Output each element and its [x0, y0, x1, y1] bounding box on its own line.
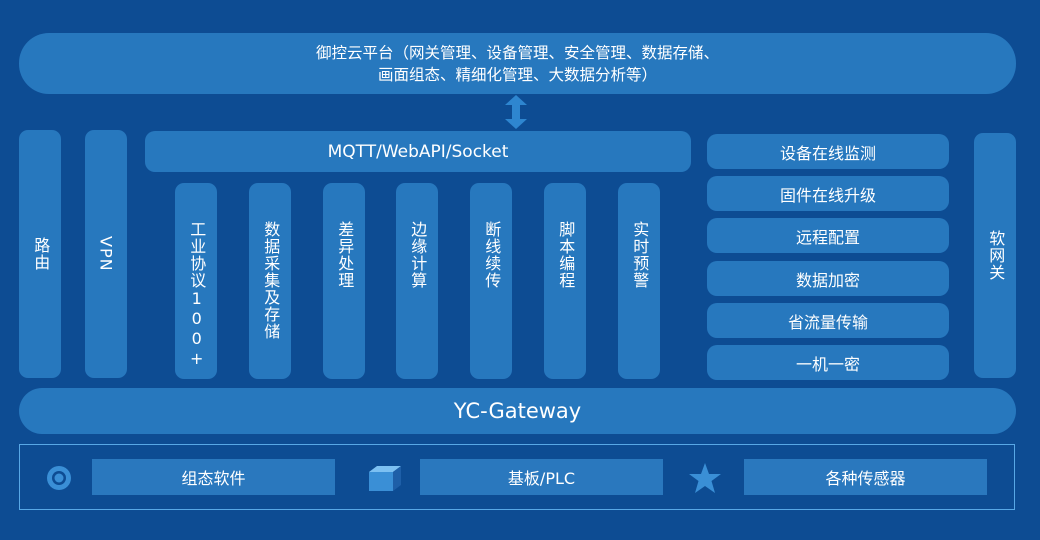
right-feature-item: 远程配置	[707, 218, 949, 253]
side-column-router: 路由	[19, 130, 61, 378]
right-feature-label: 数据加密	[795, 270, 860, 290]
side-column-label: 路由	[31, 237, 51, 271]
feature-label: 实时预警	[630, 221, 650, 289]
side-column-soft-gateway: 软网关	[974, 133, 1016, 378]
feature-label: 边缘计算	[408, 221, 428, 289]
feature-column: 断线续传	[470, 183, 512, 379]
feature-label: 断线续传	[482, 221, 502, 289]
cloud-platform-line1: 御控云平台（网关管理、设备管理、安全管理、数据存储、	[315, 43, 719, 62]
feature-column: 实时预警	[618, 183, 660, 379]
right-feature-label: 设备在线监测	[779, 143, 876, 163]
gateway-label: YC-Gateway	[453, 399, 582, 423]
feature-column: 工业协议100+	[175, 183, 217, 379]
feature-column: 数据采集及存储	[249, 183, 291, 379]
cloud-platform-line2: 画面组态、精细化管理、大数据分析等）	[377, 65, 657, 84]
device-box-configuration-software: 组态软件	[92, 459, 335, 495]
feature-label: 差异处理	[335, 221, 355, 289]
right-feature-item: 固件在线升级	[707, 176, 949, 211]
cloud-platform-bar: 御控云平台（网关管理、设备管理、安全管理、数据存储、 画面组态、精细化管理、大数…	[19, 33, 1016, 94]
right-feature-item: 省流量传输	[707, 303, 949, 338]
feature-column: 差异处理	[323, 183, 365, 379]
feature-column: 边缘计算	[396, 183, 438, 379]
device-box-label: 各种传感器	[825, 469, 906, 488]
right-feature-item: 一机一密	[707, 345, 949, 380]
device-box-label: 基板/PLC	[507, 469, 576, 488]
feature-label: 工业协议100+	[187, 221, 207, 369]
gateway-bar: YC-Gateway	[19, 388, 1016, 434]
right-feature-label: 一机一密	[795, 354, 860, 374]
device-layer-frame	[19, 444, 1015, 510]
right-feature-item: 设备在线监测	[707, 134, 949, 169]
right-feature-label: 省流量传输	[787, 312, 868, 332]
feature-label: 数据采集及存储	[261, 221, 281, 340]
side-column-vpn: VPN	[85, 130, 127, 378]
double-arrow-icon	[505, 95, 527, 129]
device-box-plc: 基板/PLC	[420, 459, 663, 495]
ring-icon	[47, 466, 71, 490]
protocol-bar: MQTT/WebAPI/Socket	[145, 131, 691, 172]
right-feature-label: 固件在线升级	[779, 185, 876, 205]
device-box-label: 组态软件	[181, 469, 246, 488]
right-feature-label: 远程配置	[795, 227, 860, 247]
side-column-label: 软网关	[986, 230, 1006, 281]
right-feature-item: 数据加密	[707, 261, 949, 296]
star-icon	[689, 463, 721, 493]
cube-icon	[369, 466, 401, 491]
feature-column: 脚本编程	[544, 183, 586, 379]
device-box-sensors: 各种传感器	[744, 459, 987, 495]
protocol-bar-label: MQTT/WebAPI/Socket	[327, 141, 509, 162]
side-column-label: VPN	[96, 236, 116, 272]
feature-label: 脚本编程	[556, 221, 576, 289]
